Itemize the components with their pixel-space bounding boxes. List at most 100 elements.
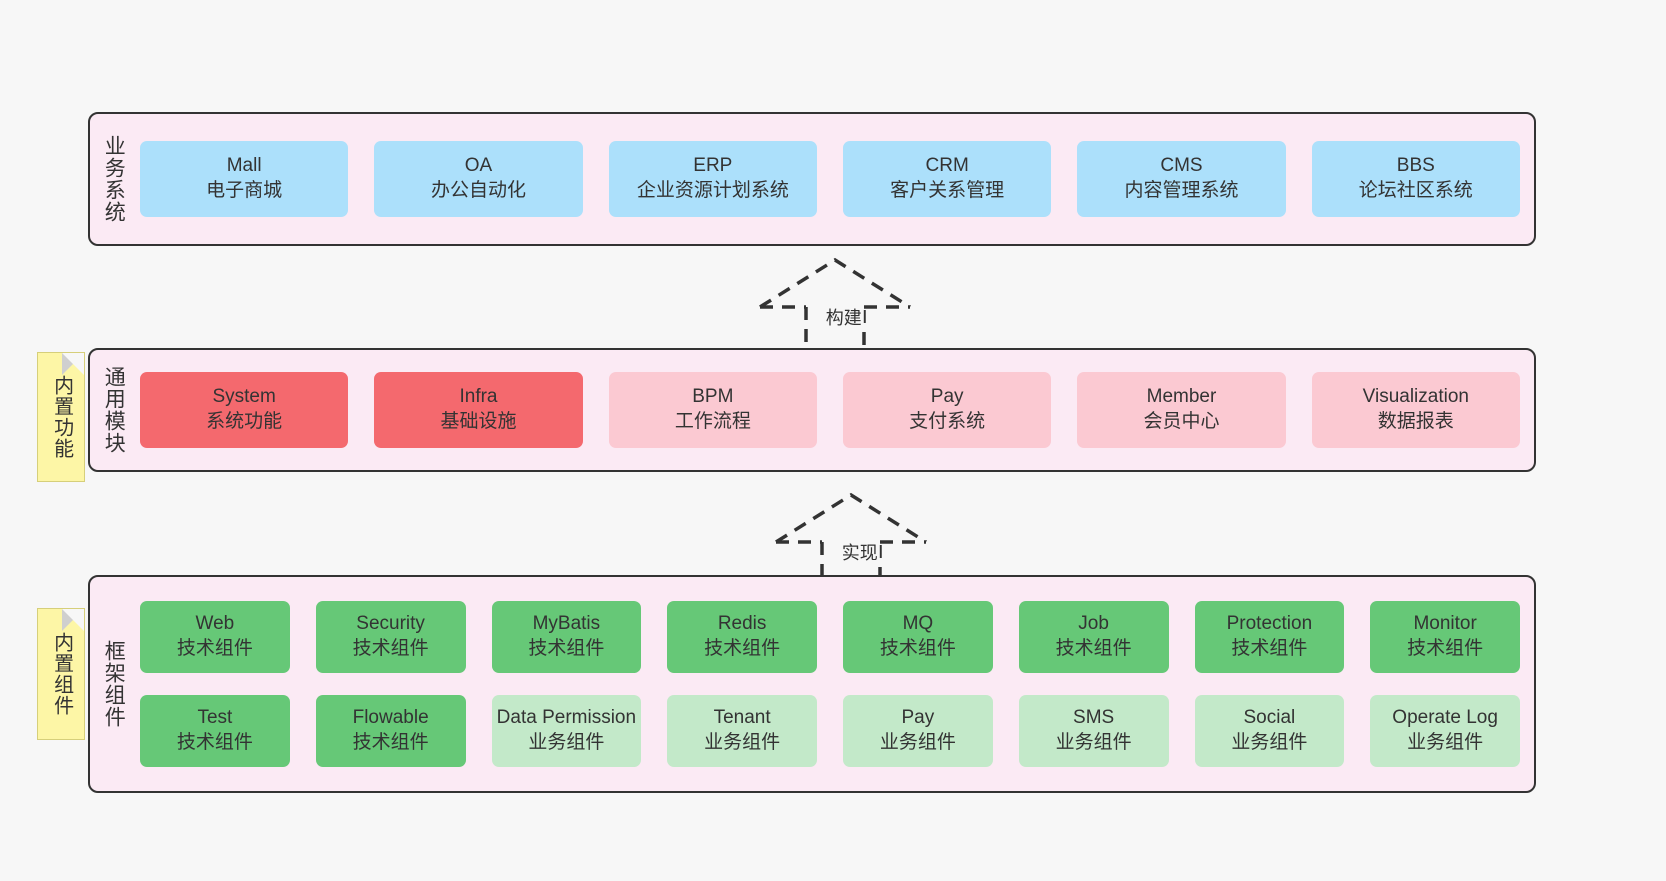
layer-common-modules: 通用模块 System 系统功能 Infra 基础设施 BPM 工作流程 Pay 支付系统 Me… [88,348,1536,472]
card-title: System [212,386,276,408]
framework-card-tenant[interactable]: Tenant 业务组件 [667,695,817,767]
card-subtitle: 论坛社区系统 [1358,180,1473,201]
card-title: Protection [1226,613,1313,635]
card-title: Job [1078,613,1109,635]
card-subtitle: 客户关系管理 [890,180,1005,201]
card-title: Flowable [352,707,429,729]
business-cards-area: Mall 电子商城 OA 办公自动化 ERP 企业资源计划系统 CRM 客户关系管理 CMS 内容… [136,114,1534,244]
business-card-crm[interactable]: CRM 客户关系管理 [842,141,1052,217]
framework-card-monitor[interactable]: Monitor 技术组件 [1370,601,1520,673]
connector-implement-label: 实现 [839,539,880,565]
card-subtitle: 业务组件 [528,732,605,753]
card-title: Member [1146,386,1217,408]
common-card-system[interactable]: System 系统功能 [140,372,349,448]
card-subtitle: 技术组件 [528,638,605,659]
card-subtitle: 系统功能 [206,411,283,432]
card-title: Operate Log [1392,707,1498,729]
connector-build: 构建 [740,252,930,362]
common-card-member[interactable]: Member 会员中心 [1077,372,1286,448]
card-subtitle: 技术组件 [1231,638,1308,659]
card-title: Monitor [1413,613,1477,635]
card-title: Pay [901,707,935,729]
card-subtitle: 内容管理系统 [1124,180,1239,201]
card-subtitle: 技术组件 [879,638,956,659]
note-builtin-components: 内置组件 [37,608,85,740]
business-card-bbs[interactable]: BBS 论坛社区系统 [1311,141,1520,217]
layer-label-common: 通用模块 [102,366,126,454]
card-subtitle: 企业资源计划系统 [636,180,789,201]
card-subtitle: 技术组件 [352,732,429,753]
card-title: ERP [693,155,733,177]
framework-card-test[interactable]: Test 技术组件 [140,695,290,767]
card-subtitle: 业务组件 [1407,732,1484,753]
card-subtitle: 电子商城 [206,180,283,201]
framework-card-mybatis[interactable]: MyBatis 技术组件 [491,601,642,673]
framework-card-protection[interactable]: Protection 技术组件 [1194,601,1345,673]
card-title: OA [464,155,493,177]
card-title: Tenant [713,707,771,729]
common-card-row: System 系统功能 Infra 基础设施 BPM 工作流程 Pay 支付系统 Member 会… [140,372,1520,448]
card-subtitle: 技术组件 [1055,638,1132,659]
card-subtitle: 业务组件 [1231,732,1308,753]
framework-card-security[interactable]: Security 技术组件 [315,601,466,673]
card-title: Pay [930,386,964,408]
card-title: Redis [717,613,767,635]
card-subtitle: 技术组件 [1407,638,1484,659]
common-card-bpm[interactable]: BPM 工作流程 [608,372,817,448]
business-card-row: Mall 电子商城 OA 办公自动化 ERP 企业资源计划系统 CRM 客户关系管理 CMS 内容… [140,141,1520,217]
framework-card-operate-log[interactable]: Operate Log 业务组件 [1370,695,1520,767]
layer-label-framework: 框架组件 [102,640,126,728]
framework-card-flowable[interactable]: Flowable 技术组件 [315,695,466,767]
business-card-oa[interactable]: OA 办公自动化 [374,141,583,217]
note-builtin-features: 内置功能 [37,352,85,482]
framework-card-mq[interactable]: MQ 技术组件 [843,601,993,673]
business-card-erp[interactable]: ERP 企业资源计划系统 [608,141,817,217]
framework-card-pay[interactable]: Pay 业务组件 [843,695,993,767]
framework-card-redis[interactable]: Redis 技术组件 [667,601,817,673]
common-cards-area: System 系统功能 Infra 基础设施 BPM 工作流程 Pay 支付系统 Member 会… [136,350,1534,470]
card-title: Infra [459,386,498,408]
framework-card-sms[interactable]: SMS 业务组件 [1018,695,1169,767]
card-title: CRM [925,155,969,177]
card-title: Security [356,613,425,635]
common-card-pay[interactable]: Pay 支付系统 [842,372,1052,448]
common-card-infra[interactable]: Infra 基础设施 [374,372,583,448]
connector-build-label: 构建 [823,304,864,330]
card-title: MQ [902,613,934,635]
business-card-cms[interactable]: CMS 内容管理系统 [1077,141,1286,217]
card-subtitle: 数据报表 [1377,411,1454,432]
card-title: CMS [1160,155,1203,177]
card-title: Social [1243,707,1296,729]
framework-card-job[interactable]: Job 技术组件 [1018,601,1169,673]
layer-label-business: 业务系统 [102,135,126,223]
card-subtitle: 技术组件 [176,732,253,753]
card-subtitle: 基础设施 [440,411,517,432]
card-title: SMS [1073,707,1115,729]
card-subtitle: 会员中心 [1143,411,1220,432]
card-title: BBS [1396,155,1435,177]
card-subtitle: 工作流程 [674,411,751,432]
card-title: Visualization [1362,386,1469,408]
card-title: Test [197,707,233,729]
card-subtitle: 技术组件 [176,638,253,659]
card-subtitle: 技术组件 [352,638,429,659]
card-subtitle: 业务组件 [879,732,956,753]
card-subtitle: 业务组件 [1055,732,1132,753]
business-card-mall[interactable]: Mall 电子商城 [140,141,349,217]
card-subtitle: 支付系统 [909,411,986,432]
common-card-visualization[interactable]: Visualization 数据报表 [1311,372,1520,448]
framework-card-social[interactable]: Social 业务组件 [1194,695,1345,767]
card-subtitle: 办公自动化 [430,180,526,201]
card-subtitle: 技术组件 [704,638,781,659]
card-title: MyBatis [532,613,601,635]
card-title: BPM [692,386,734,408]
layer-business-systems: 业务系统 Mall 电子商城 OA 办公自动化 ERP 企业资源计划系统 CRM 客户关系管理… [88,112,1536,246]
card-subtitle: 业务组件 [704,732,781,753]
card-title: Mall [226,155,262,177]
